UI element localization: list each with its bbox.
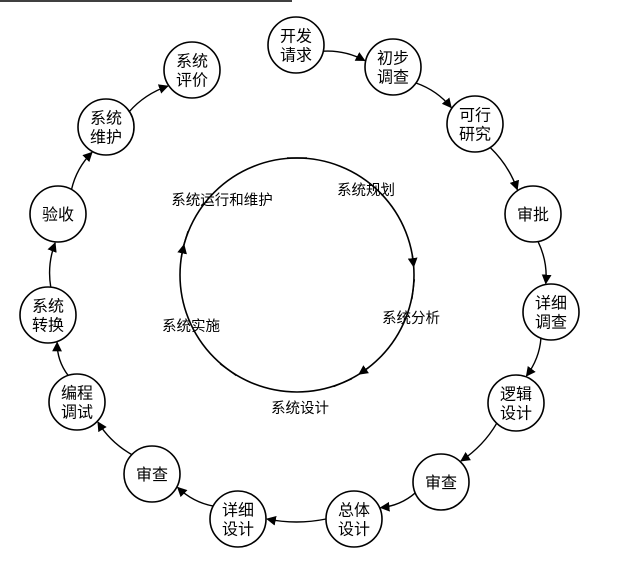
cycle-arrow: [70, 151, 93, 190]
stage-node-label: 系统: [90, 109, 122, 128]
stage-node-approval: 审批: [504, 185, 562, 243]
cycle-arrow: [128, 84, 169, 112]
stage-node-label: 调查: [535, 313, 567, 332]
stage-node-circle: [123, 445, 181, 503]
cycle-arrow: [460, 422, 498, 462]
stage-node-label: 详细: [535, 294, 567, 313]
cycle-arrow: [323, 50, 366, 62]
stage-node-label: 验收: [42, 205, 74, 224]
outer-cycle-nodes: 开发请求初步调查可行研究审批详细调查逻辑设计审查总体设计详细设计审查编程调试系统…: [19, 16, 580, 548]
stage-node-label: 审查: [425, 473, 457, 492]
stage-node-circle: [487, 374, 545, 432]
cycle-arrow: [537, 241, 552, 285]
stage-node-circle: [209, 490, 267, 548]
stage-node-label: 研究: [459, 125, 491, 144]
phase-label-planning: 系统规划: [337, 182, 395, 199]
stage-node-label: 编程: [61, 384, 93, 403]
stage-node-label: 设计: [338, 520, 370, 539]
inner-cycle-arrow: [358, 365, 370, 375]
stage-node-circle: [522, 283, 580, 341]
inner-cycle-arrow: [177, 243, 187, 257]
stage-node-circle: [504, 185, 562, 243]
phase-label-design: 系统设计: [271, 400, 329, 417]
stage-node-label: 调试: [61, 403, 93, 422]
phase-label-implementation: 系统实施: [162, 318, 220, 335]
stage-node-review2: 审查: [123, 445, 181, 503]
stage-node-label: 调查: [377, 68, 409, 87]
stage-node-label: 设计: [500, 404, 532, 423]
stage-node-label: 请求: [280, 46, 312, 65]
phase-boundary-tick: [219, 363, 237, 377]
stage-node-label: 逻辑: [500, 385, 532, 404]
stage-node-circle: [163, 41, 221, 99]
phase-boundary-tick: [333, 378, 353, 388]
stage-node-label: 转换: [32, 316, 64, 335]
stage-node-circle: [446, 95, 504, 153]
stage-node-acceptance: 验收: [29, 185, 87, 243]
stage-node-circle: [364, 38, 422, 96]
stage-node-circle: [325, 490, 383, 548]
stage-node-label: 审查: [136, 465, 168, 484]
stage-node-label: 审批: [517, 205, 549, 224]
cycle-arrow: [97, 421, 133, 456]
stage-node-review1: 审查: [412, 453, 470, 511]
cycle-arrow: [489, 147, 520, 191]
phase-label-operation: 系统运行和维护: [171, 192, 273, 209]
cycle-arrow: [415, 82, 452, 109]
outer-cycle-arrows: [47, 50, 552, 526]
cycle-arrow: [52, 341, 69, 376]
cycle-arrow: [176, 486, 214, 507]
stage-node-circle: [19, 286, 77, 344]
stage-node-circle: [48, 373, 106, 431]
cycle-arrow: [266, 515, 327, 526]
stage-node-label: 开发: [280, 27, 312, 46]
stage-node-label: 总体: [338, 501, 370, 520]
stage-node-circle: [412, 453, 470, 511]
stage-node-circle: [77, 98, 135, 156]
stage-node-circle: [29, 185, 87, 243]
stage-node-label: 初步: [377, 49, 409, 68]
inner-cycle-arrow: [407, 254, 418, 268]
phase-boundary-tick: [411, 279, 416, 300]
stage-node-label: 设计: [222, 520, 254, 539]
cycle-arrow: [525, 338, 542, 377]
stage-node-label: 维护: [90, 128, 122, 147]
cycle-arrow: [379, 492, 416, 512]
stage-node-label: 系统: [32, 297, 64, 316]
stage-node-circle: [267, 16, 325, 74]
stage-node-label: 评价: [176, 71, 208, 90]
phase-label-analysis: 系统分析: [382, 310, 440, 327]
stage-node-label: 详细: [222, 501, 254, 520]
stage-node-label: 系统: [176, 52, 208, 71]
cycle-arrow: [47, 241, 57, 288]
stage-node-label: 可行: [459, 106, 491, 125]
